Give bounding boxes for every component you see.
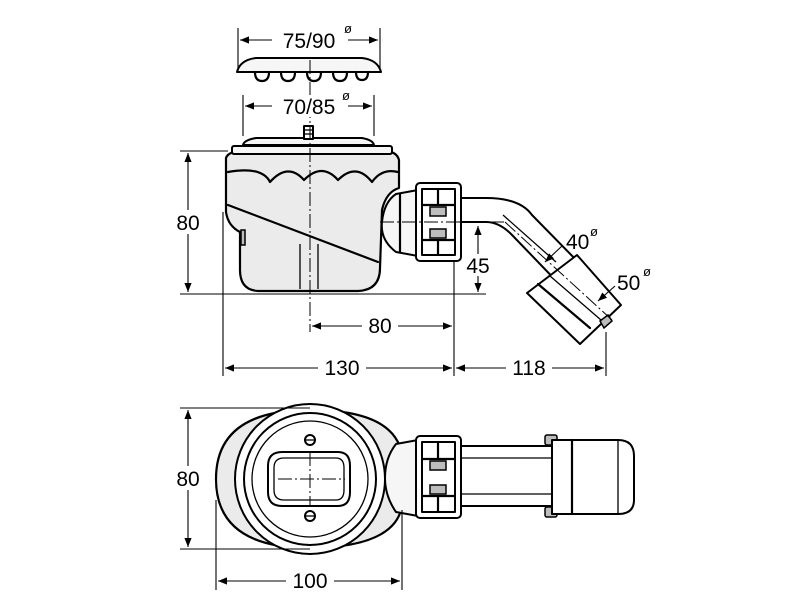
dim-height-side: 80 [170, 150, 486, 295]
dim-outlet-offset: 80 [312, 262, 455, 376]
cover-part [236, 57, 382, 83]
side-outlet-pipe [460, 197, 622, 345]
top-nut [415, 435, 462, 519]
dim-grate-diameter: 70/85 ø [242, 88, 375, 136]
label-cover-diameter: 75/90 [283, 30, 336, 53]
diameter-symbol: ø [643, 264, 651, 279]
dim-outlet-height: 45 [462, 226, 494, 292]
label-outlet-height: 45 [466, 255, 489, 278]
side-centerline-bend [504, 221, 613, 321]
label-grate-diameter: 70/85 [283, 96, 336, 119]
label-pipe-diameter-large: 50 [617, 272, 640, 295]
label-outlet-length: 118 [512, 357, 545, 380]
dim-cover-diameter: 75/90 ø [237, 21, 381, 70]
top-view: 80 100 [170, 403, 635, 593]
dim-width-top: 100 [215, 500, 403, 593]
label-height-top: 80 [176, 468, 199, 491]
grate-part [242, 125, 375, 146]
diameter-symbol: ø [590, 224, 598, 239]
dim-body-length: 130 [222, 212, 452, 380]
dim-outlet-length: 118 [456, 332, 607, 380]
side-view: 75/90 ø 70/85 ø 80 45 [170, 21, 651, 380]
label-outlet-offset: 80 [368, 315, 391, 338]
dim-height-top: 80 [170, 407, 310, 550]
label-pipe-diameter-small: 40 [566, 231, 589, 254]
drain-body [224, 145, 419, 293]
diameter-symbol: ø [344, 21, 352, 36]
label-body-length: 130 [324, 357, 359, 380]
pipe-diameter-labels: 40 ø 50 ø [544, 224, 651, 302]
label-width-top: 100 [292, 570, 327, 593]
top-outlet-pipe [460, 434, 635, 518]
label-height-side: 80 [176, 212, 199, 235]
diameter-symbol: ø [342, 88, 350, 103]
